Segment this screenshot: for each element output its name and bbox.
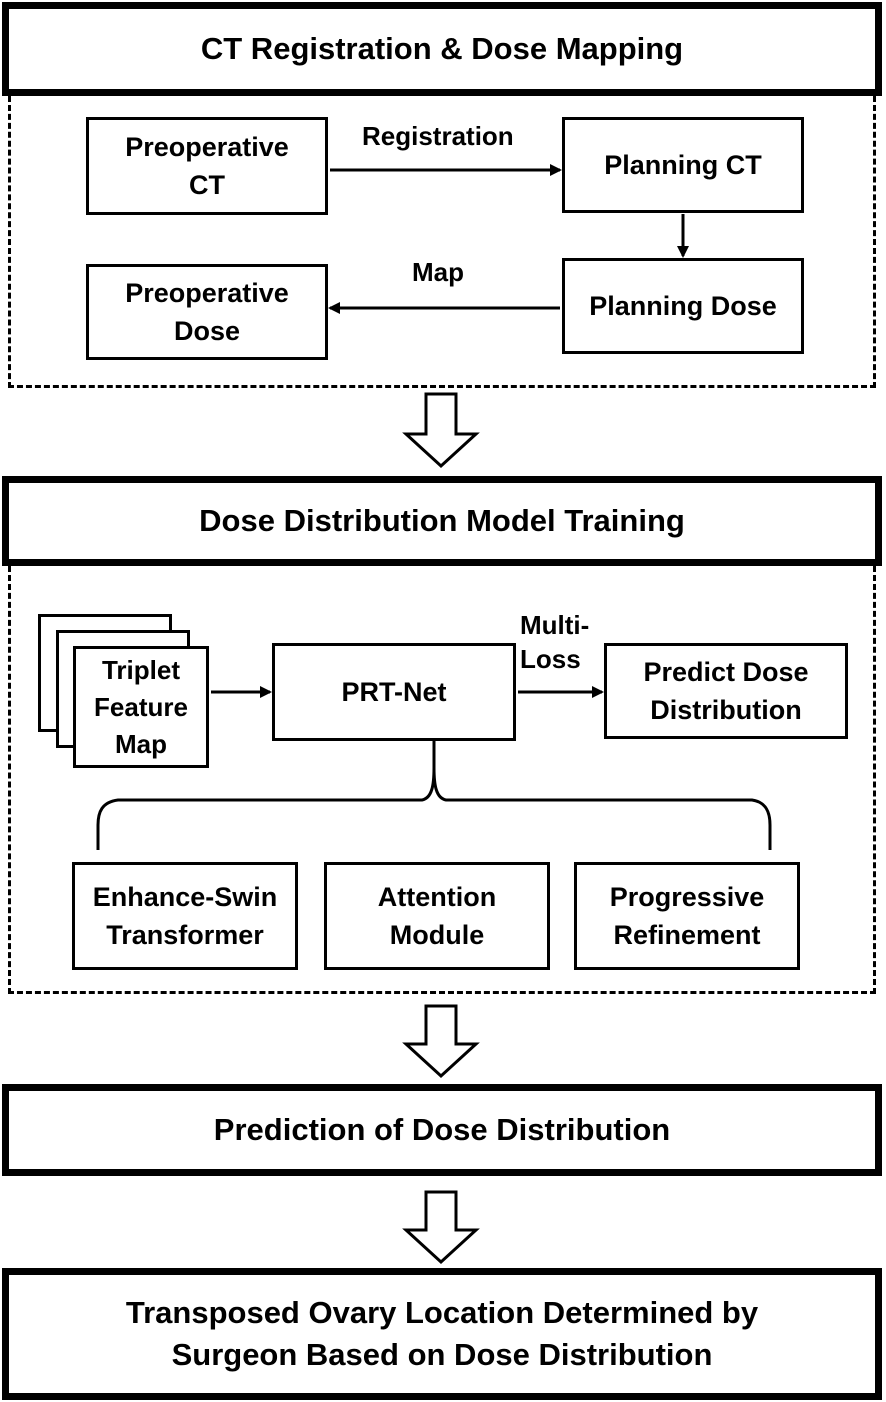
attention-module-label: Attention Module: [377, 882, 497, 950]
stage-model-training: Dose Distribution Model Training: [2, 476, 882, 566]
preoperative-dose-box: Preoperative Dose: [86, 264, 328, 360]
triplet-feature-map-box: Triplet Feature Map: [73, 646, 209, 768]
planning-ct-label: Planning CT: [604, 150, 762, 180]
stage-model-training-label: Dose Distribution Model Training: [199, 503, 685, 538]
flow-arrow-2: [402, 1004, 480, 1079]
module-brace: [96, 741, 772, 850]
stage-ct-registration-label: CT Registration & Dose Mapping: [200, 31, 684, 66]
enhance-swin-label: Enhance-Swin Transformer: [92, 882, 278, 950]
stage-prediction-label: Prediction of Dose Distribution: [213, 1112, 671, 1147]
registration-arrow-label: Registration: [362, 121, 514, 151]
predict-dose-box: Predict Dose Distribution: [604, 643, 848, 739]
planning-ct-box: Planning CT: [562, 117, 804, 213]
enhance-swin-box: Enhance-Swin Transformer: [72, 862, 298, 970]
stage-surgeon-decision: Transposed Ovary Location Determined by …: [2, 1268, 882, 1400]
progressive-refinement-box: Progressive Refinement: [574, 862, 800, 970]
stage-surgeon-decision-label: Transposed Ovary Location Determined by …: [125, 1295, 759, 1372]
flow-arrow-3: [402, 1190, 480, 1265]
prt-net-box: PRT-Net: [272, 643, 516, 741]
preoperative-ct-box: Preoperative CT: [86, 117, 328, 215]
triplet-feature-map-label: Triplet Feature Map: [94, 654, 188, 759]
preoperative-ct-label: Preoperative CT: [125, 132, 289, 200]
registration-dashed-group: [8, 96, 876, 388]
stage-prediction: Prediction of Dose Distribution: [2, 1084, 882, 1176]
attention-module-box: Attention Module: [324, 862, 550, 970]
flow-arrow-1: [402, 392, 480, 469]
map-arrow-label: Map: [412, 257, 464, 287]
preoperative-dose-label: Preoperative Dose: [125, 278, 289, 346]
multi-loss-label: Multi- Loss: [520, 610, 590, 674]
stage-ct-registration: CT Registration & Dose Mapping: [2, 2, 882, 96]
planning-dose-box: Planning Dose: [562, 258, 804, 354]
prt-net-label: PRT-Net: [341, 677, 447, 707]
predict-dose-label: Predict Dose Distribution: [643, 657, 809, 725]
training-dashed-group: [8, 566, 876, 994]
planning-dose-label: Planning Dose: [589, 291, 777, 321]
progressive-refinement-label: Progressive Refinement: [609, 882, 765, 950]
